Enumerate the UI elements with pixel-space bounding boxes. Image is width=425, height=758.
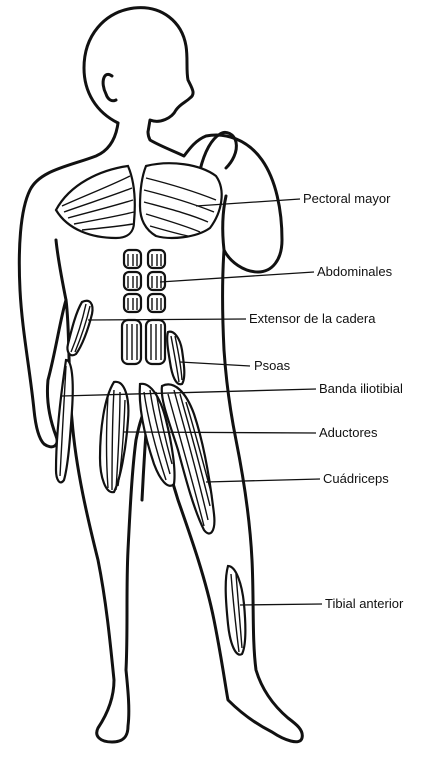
leader-abdominales: [160, 272, 314, 282]
hip-extensor-muscle: [67, 301, 92, 356]
abdominal-muscles: [122, 250, 165, 364]
labels: Pectoral mayor Abdominales Extensor de l…: [249, 191, 404, 611]
label-pectoral-mayor: Pectoral mayor: [303, 191, 391, 206]
tibialis-anterior-muscle: [226, 566, 246, 655]
label-tibial-anterior: Tibial anterior: [325, 596, 404, 611]
label-psoas: Psoas: [254, 358, 291, 373]
label-extensor-de-la-cadera: Extensor de la cadera: [249, 311, 376, 326]
pectoral-muscles: [56, 163, 222, 238]
leader-banda: [62, 389, 316, 396]
leader-psoas: [180, 362, 250, 366]
label-banda-iliotibial: Banda iliotibial: [319, 381, 403, 396]
label-abdominales: Abdominales: [317, 264, 393, 279]
psoas-muscle: [167, 332, 184, 385]
iliotibial-band: [56, 360, 73, 482]
label-cuadriceps: Cuádriceps: [323, 471, 389, 486]
label-aductores: Aductores: [319, 425, 378, 440]
leader-cuadriceps: [206, 479, 320, 482]
body-outline: [19, 8, 302, 742]
